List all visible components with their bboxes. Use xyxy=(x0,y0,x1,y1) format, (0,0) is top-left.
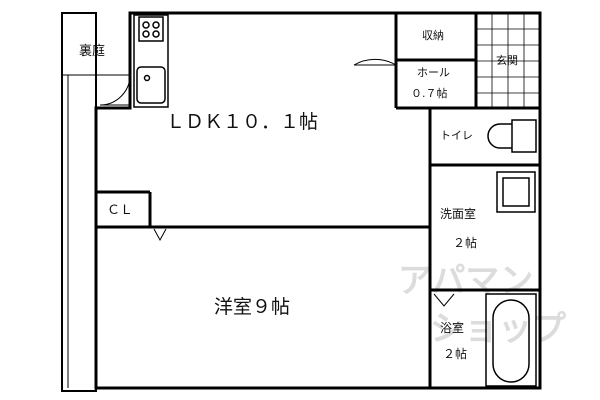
watermark-line1: アパマン xyxy=(398,261,533,301)
washroom-name-label: 洗面室 xyxy=(440,206,476,221)
entrance-tiles xyxy=(475,12,541,109)
entrance-label: 玄関 xyxy=(496,53,518,67)
storage-label: 収納 xyxy=(422,29,444,42)
bathroom-size-label: ２帖 xyxy=(443,346,467,361)
washbasin-fixture xyxy=(496,171,536,213)
bathtub-fixture xyxy=(485,293,537,387)
kitchen-fixtures xyxy=(99,14,169,108)
watermark-line2: ショップ xyxy=(430,309,566,349)
watermark: アパマン ショップ xyxy=(398,261,566,349)
wall-markers xyxy=(153,226,455,307)
western-room-label: 洋室９帖 xyxy=(214,296,290,318)
ldk-label: ＬＤＫ１０．１帖 xyxy=(166,111,318,133)
toilet-fixture xyxy=(487,119,537,153)
washroom-size-label: ２帖 xyxy=(453,235,477,250)
hall-size-label: ０.７帖 xyxy=(411,87,448,100)
rear-garden-label: 裏庭 xyxy=(79,43,105,59)
hall-door xyxy=(353,58,397,105)
toilet-label: トイレ xyxy=(440,129,473,142)
closet-label: ＣＬ xyxy=(107,203,133,218)
bathroom-name-label: 浴室 xyxy=(440,320,464,335)
hall-name-label: ホール xyxy=(417,66,450,79)
